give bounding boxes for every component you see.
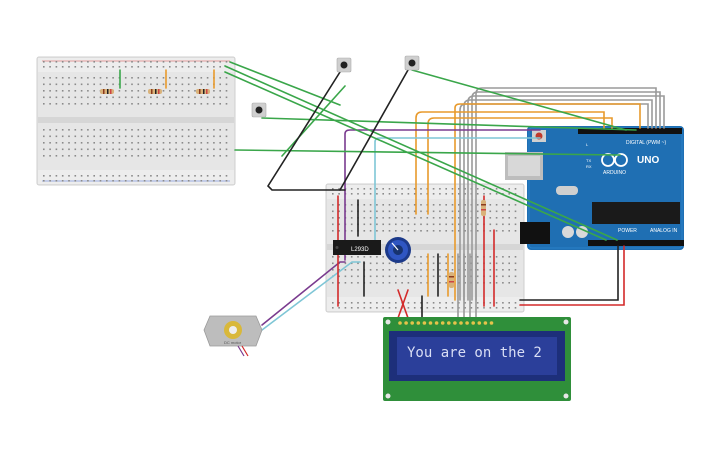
arduino-uno-board[interactable]: UNO ARDUINO DIGITAL (PWM ~) POWER ANALOG… [505,126,684,250]
arduino-logo-icon [601,153,628,167]
lcd-text: You are on the 2 [407,345,542,361]
motor-driver-chip[interactable]: L293D [333,240,381,255]
dc-motor-icon[interactable]: DC motor [203,315,263,357]
resistor-2[interactable] [148,89,162,94]
analog-header-label: ANALOG IN [650,228,678,234]
motor-label: DC motor [224,340,242,345]
pushbutton-icon[interactable] [404,55,420,71]
arduino-model-label: UNO [637,155,659,166]
chip-label: L293D [351,247,369,253]
arduino-brand-label: ARDUINO [603,170,626,176]
atmega-chip [592,202,680,224]
digital-header-label: DIGITAL (PWM ~) [626,140,666,146]
resistor-1[interactable] [100,89,114,94]
resistor-3[interactable] [196,89,210,94]
breadboard-holes [43,61,228,182]
rx-label: RX [586,164,592,169]
pushbutton-icon[interactable] [251,102,267,118]
wires[interactable] [224,61,665,331]
power-header-label: POWER [618,228,637,234]
resistor-icon[interactable] [481,200,486,216]
breadboard-top-left[interactable] [36,56,236,186]
pushbutton-icon[interactable] [336,57,352,73]
power-jack[interactable] [520,222,550,244]
resistor-icon[interactable] [449,272,454,288]
tx-label: TX [586,158,591,163]
lcd-pin-header [398,321,494,325]
l-label: L [586,142,589,147]
potentiometer-icon[interactable] [385,237,411,263]
lcd-display[interactable]: You are on the 2 [383,317,571,401]
